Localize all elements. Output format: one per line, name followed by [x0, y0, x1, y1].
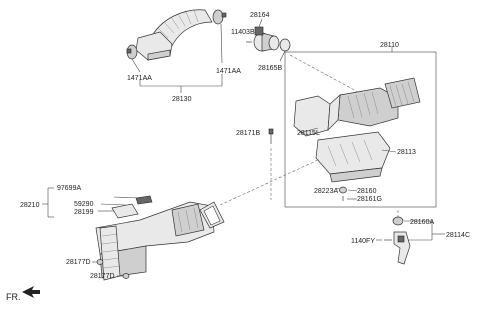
air-cleaner-upper-cover — [293, 87, 399, 137]
label-28115L: 28115L — [297, 130, 320, 137]
label-28161G: 28161G — [357, 196, 382, 203]
label-28114C: 28114C — [446, 232, 470, 239]
clip-28177D-bottom — [122, 273, 130, 279]
label-28165B: 28165B — [258, 65, 282, 72]
assembly-frame — [284, 51, 437, 208]
label-28160: 28160 — [357, 188, 377, 195]
label-11403B: 11403B — [231, 29, 255, 36]
air-intake-hose — [126, 9, 227, 93]
air-flow-sensor — [246, 18, 291, 62]
label-28223A: 28223A — [314, 188, 338, 195]
duct-seal-frame — [199, 201, 225, 229]
label-fr: FR. — [6, 292, 21, 302]
air-duct-assembly — [95, 195, 215, 281]
clip-28177D-top — [96, 259, 104, 265]
label-28171B: 28171B — [236, 130, 260, 137]
label-1140FY: 1140FY — [351, 238, 375, 245]
label-28199: 28199 — [74, 209, 94, 216]
link-sensor-to-box — [289, 54, 359, 93]
label-97699A: 97699A — [57, 185, 81, 192]
label-28110: 28110 — [380, 42, 399, 49]
label-28177D-top: 28177D — [66, 259, 91, 266]
label-1471AA-right: 1471AA — [216, 68, 241, 75]
label-28113: 28113 — [397, 149, 416, 156]
air-filter-element — [384, 77, 421, 109]
label-1471AA-left: 1471AA — [127, 75, 152, 82]
label-28177D-bottom: 28177D — [90, 273, 115, 280]
front-direction-arrow-icon — [22, 286, 40, 298]
link-box-to-duct — [219, 159, 319, 206]
bolt-28171B — [268, 128, 274, 200]
air-cleaner-lower-body — [315, 131, 391, 183]
grommet-28160 — [339, 186, 347, 194]
label-28160A: 28160A — [410, 219, 434, 226]
mounting-bracket — [384, 216, 411, 265]
label-28130: 28130 — [172, 96, 192, 103]
label-28164: 28164 — [250, 12, 270, 19]
label-28210: 28210 — [20, 202, 40, 209]
label-59290: 59290 — [74, 201, 94, 208]
